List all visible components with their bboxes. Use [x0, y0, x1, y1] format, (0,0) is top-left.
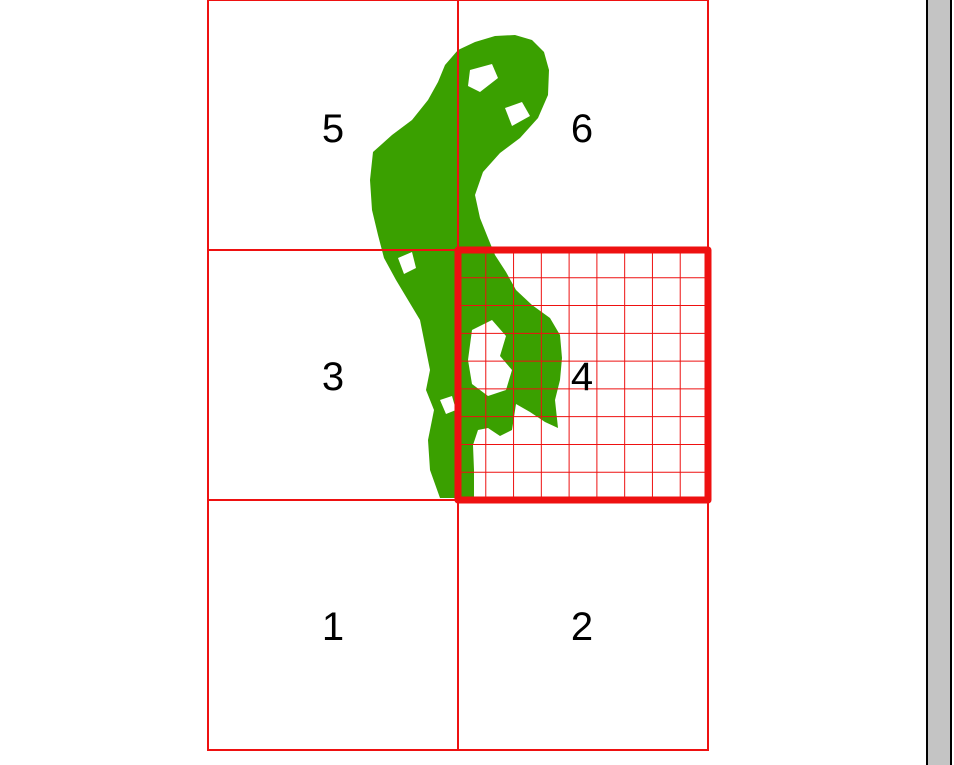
- inlet-west: [398, 252, 416, 274]
- inlet-south: [440, 396, 456, 414]
- inlet-bay: [468, 320, 512, 396]
- scrollbar-track[interactable]: [926, 0, 952, 765]
- map-canvas[interactable]: 5 6 3 4 1 2: [0, 0, 922, 765]
- scrollbar[interactable]: [922, 0, 954, 765]
- tile-label-6: 6: [571, 107, 593, 151]
- inlet-north: [468, 64, 498, 92]
- inlet-east: [505, 102, 530, 126]
- tile-label-1: 1: [322, 605, 344, 649]
- tile-4-subgrid: [458, 250, 708, 500]
- tile-label-4: 4: [571, 355, 593, 399]
- tile-label-2: 2: [571, 605, 593, 649]
- tile-4[interactable]: [454, 246, 712, 504]
- tile-label-3: 3: [322, 355, 344, 399]
- tile-label-5: 5: [322, 107, 344, 151]
- tile-labels: 5 6 3 4 1 2: [322, 107, 593, 649]
